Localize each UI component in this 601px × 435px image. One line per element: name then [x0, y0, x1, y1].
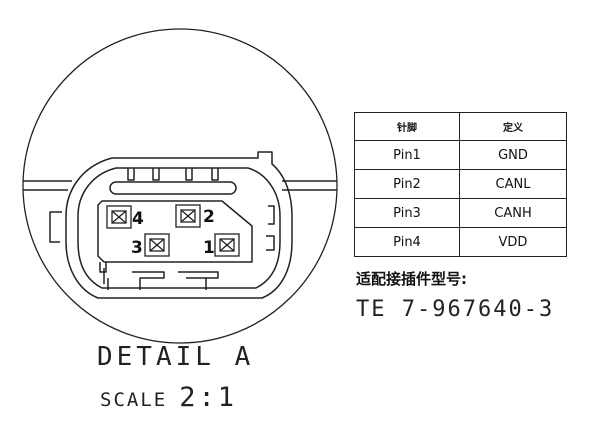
- scale-label: SCALE: [100, 389, 168, 411]
- connector-outer-shell: [65, 151, 293, 299]
- right-key: [268, 205, 275, 225]
- pin-cavity-outline: [97, 200, 253, 263]
- bottom-lock-1: [132, 271, 165, 290]
- pin-4-terminal: [106, 205, 132, 229]
- pin-cell: Pin3: [354, 198, 460, 228]
- mating-part-number: TE 7-967640-3: [356, 297, 555, 322]
- header-pin: 针脚: [354, 112, 460, 141]
- top-rib-4: [211, 168, 219, 181]
- pin-definition-table: 针脚 定义 Pin1 GND Pin2 CANL Pin3 CANH Pin4 …: [354, 112, 567, 257]
- pin-cell: Pin1: [354, 140, 460, 170]
- detail-title: DETAIL A: [97, 342, 255, 372]
- pin-2-terminal: [175, 204, 201, 228]
- pin-cell: Pin4: [354, 227, 460, 257]
- pin-label-1: 1: [203, 238, 215, 258]
- mating-connector-label: 适配接插件型号:: [356, 270, 467, 288]
- table-row: Pin4 VDD: [354, 227, 567, 257]
- pin-3-terminal: [144, 233, 170, 257]
- definition-cell: CANL: [459, 169, 567, 199]
- latch-slot: [109, 181, 237, 195]
- bottom-latch-left: [99, 262, 107, 273]
- scale-value: 2:1: [179, 382, 237, 413]
- top-rib-2: [152, 168, 160, 181]
- right-key-2: [266, 235, 275, 251]
- detail-circle: [22, 28, 338, 344]
- pin-1-terminal: [214, 233, 240, 257]
- definition-cell: CANH: [459, 198, 567, 228]
- left-tab: [49, 211, 62, 243]
- pin-label-2: 2: [203, 207, 215, 227]
- bottom-lock-2: [178, 271, 219, 279]
- definition-cell: VDD: [459, 227, 567, 257]
- pin-label-3: 3: [131, 238, 143, 258]
- top-rib-1: [127, 168, 135, 181]
- header-definition: 定义: [459, 112, 567, 141]
- pin-label-4: 4: [132, 209, 144, 229]
- table-header-row: 针脚 定义: [354, 112, 567, 141]
- table-row: Pin1 GND: [354, 140, 567, 170]
- top-rib-3: [185, 168, 193, 181]
- table-row: Pin2 CANL: [354, 169, 567, 199]
- definition-cell: GND: [459, 140, 567, 170]
- connector-inner-shell: [77, 167, 281, 289]
- scale-annotation: SCALE 2:1: [100, 382, 237, 413]
- pin-cell: Pin2: [354, 169, 460, 199]
- table-row: Pin3 CANH: [354, 198, 567, 228]
